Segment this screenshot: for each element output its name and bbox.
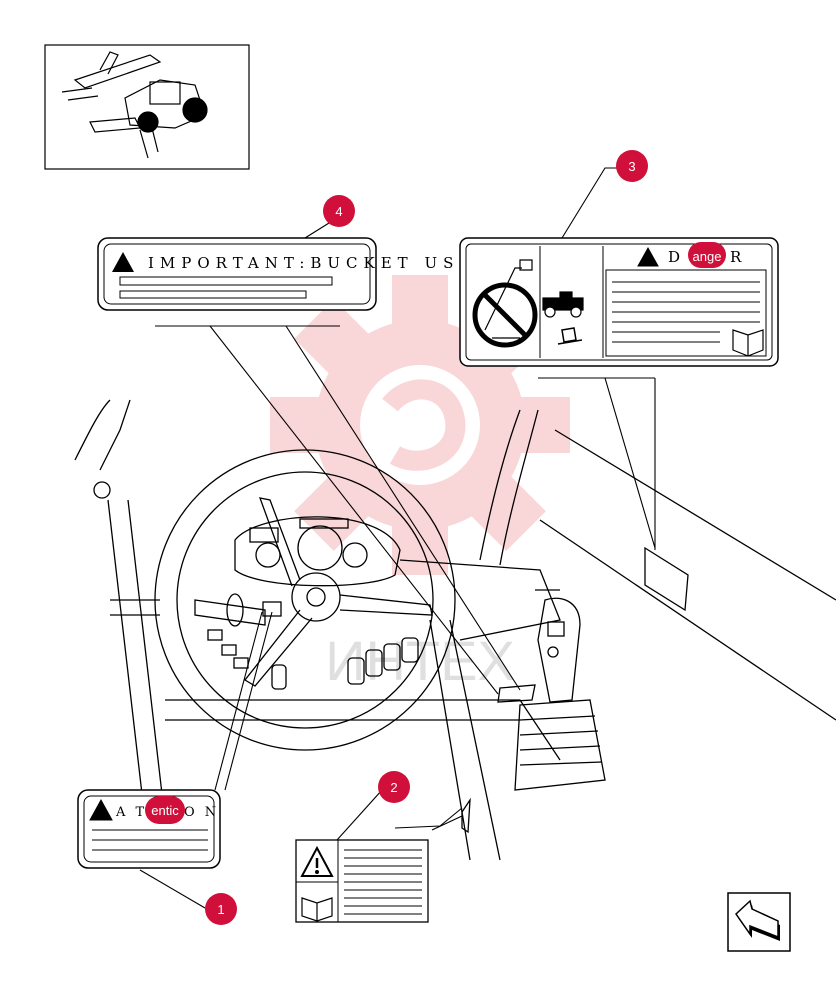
machine-thumbnail [44,44,250,170]
callout-1-number: 1 [217,902,224,917]
decal-warning [295,839,429,923]
danger-triangle-icon [637,246,659,267]
attention-overlay-text: entic [151,803,179,818]
manual-book-icon [732,329,764,357]
watermark-text: ИНТЕХ [325,629,515,692]
callout-1-badge[interactable]: 1 [205,893,237,925]
leader-lines [139,167,656,909]
next-page-button[interactable] [727,892,791,952]
danger-decal-location [644,546,689,612]
steering-wheel [154,449,456,751]
prohibited-icon [472,282,538,348]
telehandler-level-icon [542,291,584,318]
next-page-arrow-icon [735,899,780,941]
decal-danger-text-b: R [730,248,747,266]
callout-3-number: 3 [628,159,635,174]
danger-text-overlay: ange [688,242,726,268]
steering-hub [291,572,341,622]
danger-overlay-text: ange [693,249,722,264]
callout-2-number: 2 [390,780,397,795]
decal-attention-text-b: O N [184,805,219,820]
callout-4-number: 4 [335,204,342,219]
horn-button [262,601,282,617]
manual-book-icon [301,897,333,922]
decal-bucket-use: IMPORTANT:BUCKET USE [97,237,476,311]
decal-bucket-use-text: IMPORTANT:BUCKET USE [148,254,476,272]
callout-4-badge[interactable]: 4 [323,195,355,227]
telehandler-icon [61,51,208,159]
tilt-icon [557,327,583,345]
decal-danger: D A R [459,237,779,367]
callout-3-badge[interactable]: 3 [616,150,648,182]
warning-exclamation-icon [300,845,334,877]
attention-triangle-icon [89,798,113,821]
cab-interior [74,399,836,861]
attention-text-overlay: entic [145,796,185,824]
joystick [537,597,581,703]
bucket-decal-location [497,684,536,703]
warning-triangle-icon [112,252,134,272]
warning-decal-location [461,797,471,834]
callout-2-badge[interactable]: 2 [378,771,410,803]
